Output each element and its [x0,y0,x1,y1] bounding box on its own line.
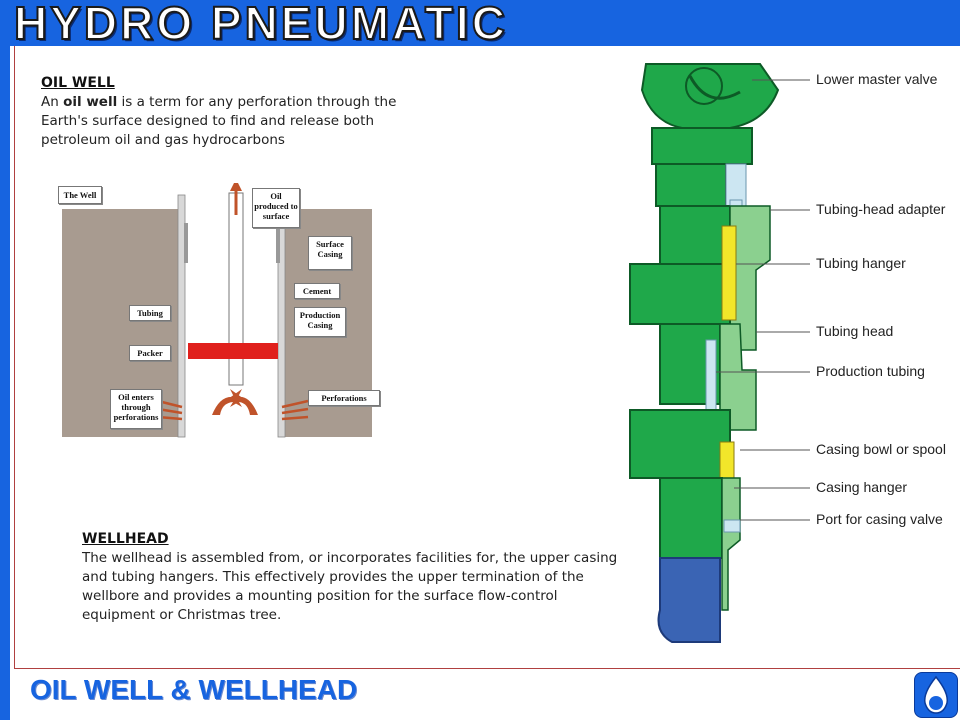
slide-title: OIL WELL & WELLHEAD [30,674,358,705]
production-casing-left [177,194,186,438]
wellhead-text: The wellhead is assembled from, or incor… [82,550,618,623]
wellhead-heading: WELLHEAD [82,531,169,547]
label-production-tubing: Production tubing [816,363,925,379]
tubing-hanger [721,225,737,321]
perf-right-2 [281,407,309,415]
brand-title: HYDRO PNEUMATIC [13,0,508,50]
left-accent-bar [0,46,10,720]
oil-well-bold-term: oil well [63,94,118,110]
surface-casing-right [276,223,280,263]
label-tubing-head-adapter: Tubing-head adapter [816,201,946,217]
left-divider-line [14,46,15,668]
valve-wheel [685,67,723,105]
packer-band [188,343,278,359]
perf-right-3 [281,415,309,421]
casing-hanger [719,441,735,483]
oil-well-text-after: is a term for any perforation through th… [41,94,397,148]
casing-spool-body [659,477,723,559]
callout-cement: Cement [294,283,340,299]
surface-casing-left [184,223,188,263]
adapter-body [659,205,731,267]
label-port-casing-valve: Port for casing valve [816,511,943,527]
casing-valve-port [723,519,741,533]
oil-flow-arrow-right [228,389,258,415]
callout-the-well: The Well [58,186,102,204]
header-bar: HYDRO PNEUMATIC [0,0,960,50]
hpb-logo-mark [923,675,949,714]
perf-left-3 [157,415,183,421]
callout-surface-casing: Surface Casing [308,236,352,270]
mid-flange [629,263,731,325]
oil-well-diagram: The Well Oil produced to surface Surface… [58,179,380,445]
hpb-logo [914,672,958,718]
lower-flange [629,409,731,479]
label-tubing-hanger: Tubing hanger [816,255,906,271]
callout-production-casing: Production Casing [294,307,346,337]
perf-right-1 [281,399,309,409]
oil-well-heading: OIL WELL [41,75,115,91]
wellhead-diagram [629,63,810,643]
callout-packer: Packer [129,345,171,361]
oil-up-arrow-head [230,179,242,191]
surface-casing [657,557,721,643]
label-lower-master-valve: Lower master valve [816,71,938,87]
oil-well-section: OIL WELL An oil well is a term for any p… [41,74,441,150]
label-tubing-head: Tubing head [816,323,894,339]
casing-bowl [721,477,741,611]
oil-well-text-before: An [41,94,64,110]
bottom-divider-line [14,668,960,669]
callout-tubing: Tubing [129,305,171,321]
valve-handle [688,75,741,100]
oil-well-text: An oil well is a term for any perforatio… [41,93,441,150]
wellhead-section: WELLHEAD The wellhead is assembled from,… [82,530,622,625]
callout-oil-produced: Oil produced to surface [252,188,300,228]
perf-left-2 [157,407,183,415]
callout-oil-enters: Oil enters through perforations [110,389,162,429]
label-casing-hanger: Casing hanger [816,479,908,495]
label-casing-bowl: Casing bowl or spool [816,441,946,457]
upper-body [655,163,727,207]
callout-perforations: Perforations [308,390,380,406]
perf-left-1 [157,399,183,409]
top-flange [651,127,753,165]
